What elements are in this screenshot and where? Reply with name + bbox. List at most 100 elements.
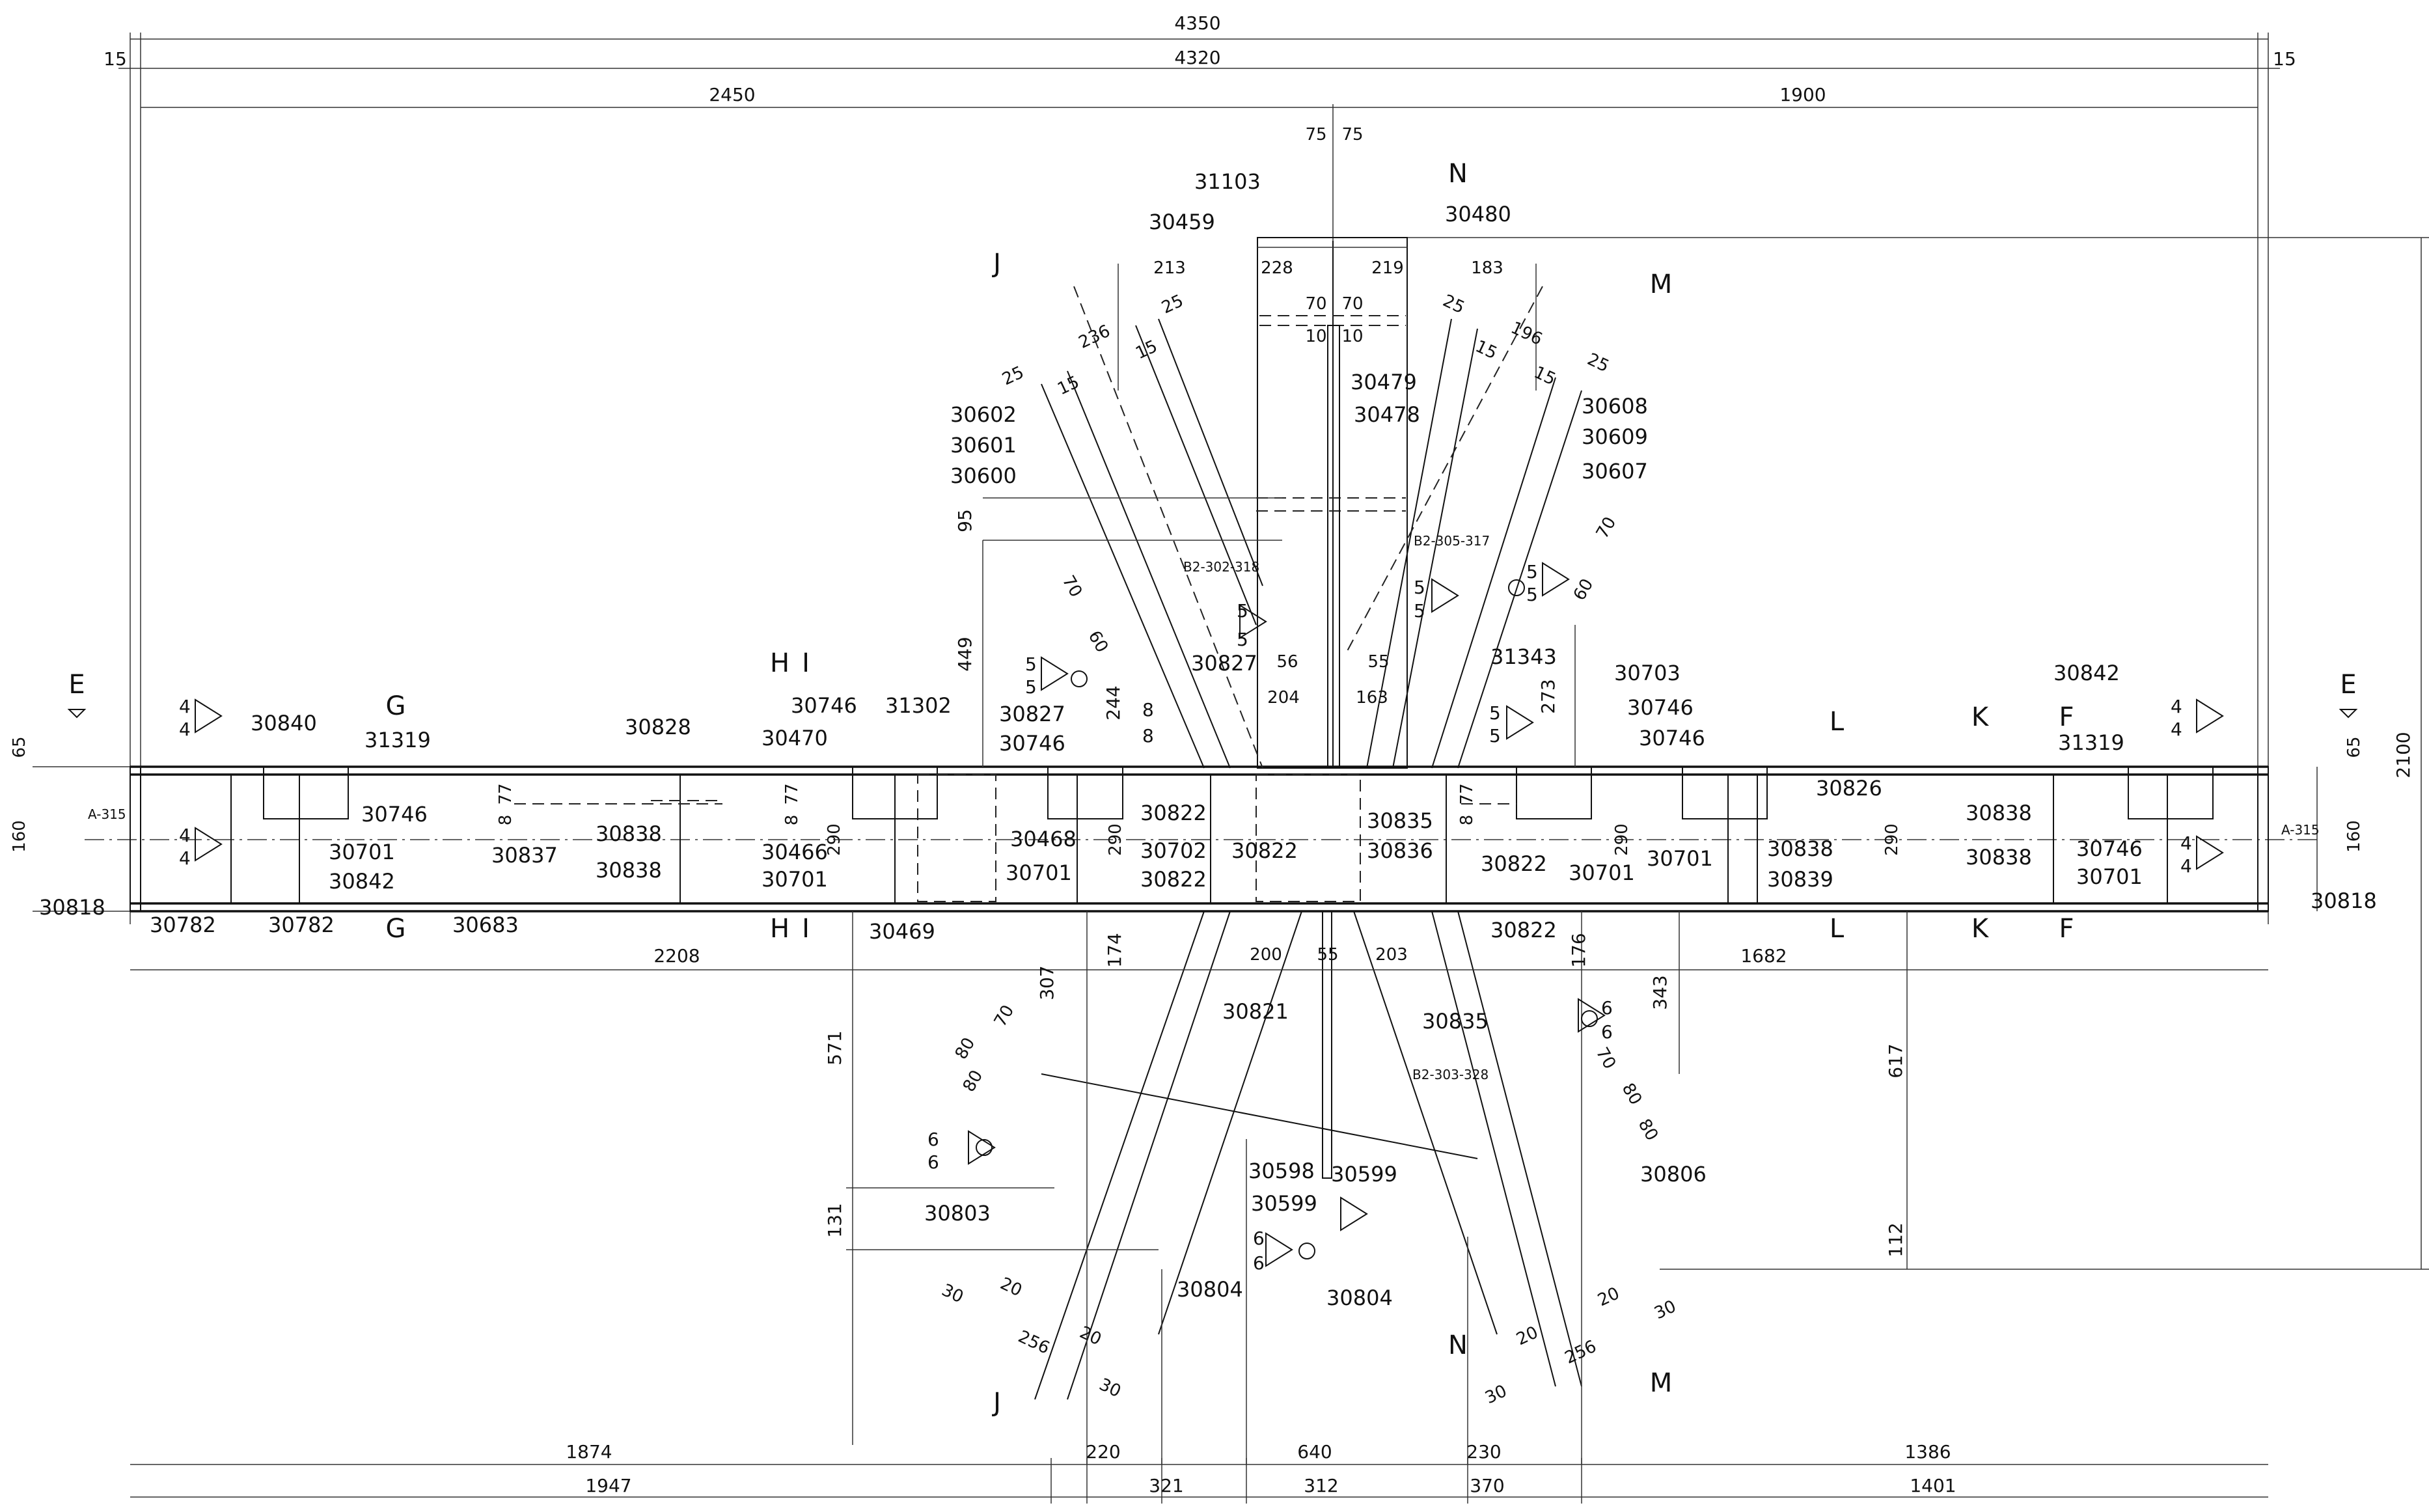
dim-beam-left: 2208 xyxy=(653,945,700,967)
dim-v-617: 617 xyxy=(1885,1043,1906,1078)
dim-bottom-1-1: 1874 xyxy=(566,1441,612,1463)
part-30468: 30468 xyxy=(1010,827,1077,851)
dim-bottom-2-1: 1947 xyxy=(585,1475,631,1496)
part-30804-b: 30804 xyxy=(1326,1285,1393,1310)
dim-56: 56 xyxy=(1276,652,1298,672)
part-30480: 30480 xyxy=(1445,202,1511,227)
part-30746-c: 30746 xyxy=(1627,695,1694,720)
part-30701-d: 30701 xyxy=(1569,860,1635,885)
weld-size-16: 4 xyxy=(2171,719,2182,740)
part-30806: 30806 xyxy=(1640,1162,1707,1187)
weld-size-23: 6 xyxy=(1253,1228,1265,1249)
part-30822-b: 30822 xyxy=(1231,838,1298,863)
part-30702: 30702 xyxy=(1140,838,1207,863)
part-30822-c: 30822 xyxy=(1140,867,1207,892)
part-30822-a: 30822 xyxy=(1140,801,1207,825)
weld-ref-b2-302-318: B2-302-318 xyxy=(1183,559,1259,575)
dim-77b: 77 xyxy=(782,783,802,804)
dim-77c: 77 xyxy=(1457,783,1477,804)
dim-219: 219 xyxy=(1371,258,1404,278)
dim-75a: 75 xyxy=(1305,125,1326,144)
dim-v-307: 307 xyxy=(1036,965,1058,1000)
dim-right-margin: 15 xyxy=(2273,48,2296,70)
section-mark-i-bottom: I xyxy=(802,914,810,944)
part-31103: 31103 xyxy=(1194,169,1261,194)
weld-size-3: 5 xyxy=(1414,577,1425,598)
dim-v-571: 571 xyxy=(824,1030,845,1065)
section-mark-l-bottom: L xyxy=(1830,914,1845,944)
part-30469: 30469 xyxy=(869,919,935,944)
dim-183: 183 xyxy=(1471,258,1503,278)
weld-size-12: 4 xyxy=(179,719,191,740)
dim-right-span: 1900 xyxy=(1779,84,1826,105)
section-mark-j-bottom: J xyxy=(991,1388,1001,1418)
dim-228: 228 xyxy=(1261,258,1293,278)
part-30822-d: 30822 xyxy=(1481,851,1547,876)
weld-ref-a-315-left: A-315 xyxy=(88,806,126,822)
dim-bottom-2-5: 1401 xyxy=(1910,1475,1956,1496)
part-30609: 30609 xyxy=(1582,424,1648,449)
dim-55b: 55 xyxy=(1317,945,1338,965)
dim-v-343: 343 xyxy=(1649,975,1671,1010)
weld-size-5: 5 xyxy=(1526,561,1538,583)
section-mark-g-top: G xyxy=(386,691,406,721)
dim-left-span: 2450 xyxy=(709,84,755,105)
part-30601: 30601 xyxy=(950,433,1017,458)
weld-size-11: 4 xyxy=(179,696,191,717)
part-30822-e: 30822 xyxy=(1490,918,1557,942)
part-30746-e: 30746 xyxy=(361,802,428,827)
section-mark-f-bottom: F xyxy=(2059,914,2074,944)
dim-v-174: 174 xyxy=(1104,933,1125,967)
section-mark-n-top: N xyxy=(1448,159,1468,189)
dim-10b: 10 xyxy=(1341,327,1363,346)
vertical-dimensions: 449 95 244 273 571 307 131 174 617 112 3… xyxy=(824,509,1906,1258)
dim-left-160: 160 xyxy=(10,820,29,853)
top-dimension-chain: 4350 4320 15 15 2450 1900 xyxy=(103,12,2296,924)
part-30746-a: 30746 xyxy=(791,693,857,718)
right-dimension: 2100 65 160 65 160 xyxy=(10,237,2429,1270)
part-31343: 31343 xyxy=(1490,644,1557,669)
weld-references: B2-302-318 B2-305-317 B2-303-328 A-315 A… xyxy=(88,533,2320,1082)
weld-size-19: 6 xyxy=(927,1129,939,1150)
part-30835-a: 30835 xyxy=(1367,808,1433,833)
part-30838-b: 30838 xyxy=(596,858,662,883)
part-30827-a: 30827 xyxy=(1191,651,1257,676)
part-labels: 31103 30459 30480 30479 30478 30602 3060… xyxy=(39,169,2377,1310)
weld-size-24: 6 xyxy=(1253,1252,1265,1274)
part-30782-a: 30782 xyxy=(150,913,216,937)
weld-size-14: 4 xyxy=(179,847,191,869)
dim-70a: 70 xyxy=(1305,294,1326,314)
dim-left-margin: 15 xyxy=(103,48,127,70)
section-mark-e-left: E xyxy=(68,670,85,700)
part-30839: 30839 xyxy=(1767,867,1833,892)
section-mark-j-top: J xyxy=(991,249,1001,279)
dim-77a: 77 xyxy=(496,783,515,804)
dim-290d: 290 xyxy=(1882,823,1902,856)
part-30608: 30608 xyxy=(1582,394,1648,419)
part-30838-c: 30838 xyxy=(1767,836,1833,861)
part-30746-b: 30746 xyxy=(999,731,1065,756)
dim-bottom-2-2: 321 xyxy=(1149,1475,1183,1496)
dim-290c: 290 xyxy=(1612,823,1632,856)
section-mark-l-top: L xyxy=(1830,707,1845,737)
dim-10a: 10 xyxy=(1305,327,1326,346)
dim-bottom-1-2: 220 xyxy=(1086,1441,1120,1463)
dim-overall: 4350 xyxy=(1174,12,1220,34)
part-30599-b: 30599 xyxy=(1331,1162,1397,1187)
part-30840: 30840 xyxy=(251,711,317,735)
part-30838-a: 30838 xyxy=(596,821,662,846)
part-30602: 30602 xyxy=(950,402,1017,427)
section-mark-n-bottom: N xyxy=(1448,1330,1468,1360)
dim-beam-right: 1682 xyxy=(1740,945,1787,967)
dim-bottom-1-4: 230 xyxy=(1466,1441,1501,1463)
part-30804-a: 30804 xyxy=(1177,1277,1243,1302)
weld-size-4: 5 xyxy=(1414,600,1425,622)
part-30703: 30703 xyxy=(1614,661,1681,685)
dim-290a: 290 xyxy=(825,823,844,856)
part-30701-a: 30701 xyxy=(329,840,395,864)
weld-size-9: 5 xyxy=(1237,600,1248,622)
section-mark-k-top: K xyxy=(1971,702,1990,732)
part-30701-e: 30701 xyxy=(1647,846,1713,871)
upper-structure xyxy=(982,237,1582,769)
